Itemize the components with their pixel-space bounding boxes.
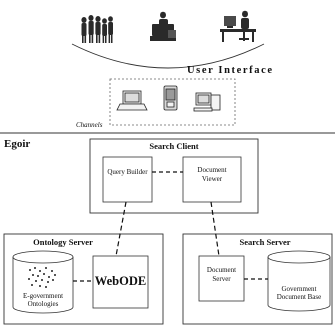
- document-base-database-icon: [267, 250, 331, 312]
- search-client-box: [89, 138, 259, 214]
- egoir-label: Egoir: [4, 138, 31, 150]
- document-viewer-line-2: Viewer: [201, 175, 223, 183]
- search-client-title: Search Client: [149, 141, 199, 151]
- document-viewer-line-1: Document: [197, 166, 227, 174]
- people-group-icon: [81, 15, 113, 43]
- search-server-title: Search Server: [239, 237, 291, 247]
- ontology-server-title: Ontology Server: [33, 237, 93, 247]
- ontologies-database-label: E-government Ontologies: [13, 292, 73, 308]
- document-base-line-2: Document Base: [276, 293, 322, 301]
- channels-box: [109, 78, 236, 126]
- channels-label: Channels: [76, 121, 103, 129]
- webode-label: WebODE: [94, 274, 147, 288]
- ontology-server-box: [3, 233, 164, 325]
- ontologies-line-1: E-government: [22, 292, 64, 300]
- laptop-icon: [116, 90, 148, 111]
- ontology-graph-icon: [28, 267, 56, 288]
- desk-user-icon: [220, 10, 256, 42]
- query-builder-box: [102, 156, 153, 203]
- pda-icon: [163, 85, 178, 111]
- ontologies-line-2: Ontologies: [27, 300, 59, 308]
- ontologies-database-icon: [12, 250, 74, 314]
- user-interface-arc: [71, 43, 265, 69]
- document-server-line-2: Server: [212, 275, 231, 283]
- document-base-line-1: Government: [281, 285, 317, 293]
- document-viewer-box: [182, 156, 242, 203]
- document-viewer-label: Document Viewer: [183, 166, 241, 184]
- desktop-computer-icon: [193, 92, 221, 112]
- document-base-label: Government Document Base: [268, 285, 330, 301]
- viewer-docserver-link: [210, 201, 220, 257]
- document-server-line-1: Document: [206, 266, 237, 274]
- query-builder-label: Query Builder: [107, 168, 148, 176]
- terminal-user-icon: [150, 11, 176, 41]
- user-interface-label: User Interface: [187, 65, 274, 76]
- webode-box: [92, 255, 149, 309]
- search-server-box: [182, 233, 333, 325]
- query-webode-link: [115, 201, 127, 257]
- document-server-label: Document Server: [199, 266, 244, 284]
